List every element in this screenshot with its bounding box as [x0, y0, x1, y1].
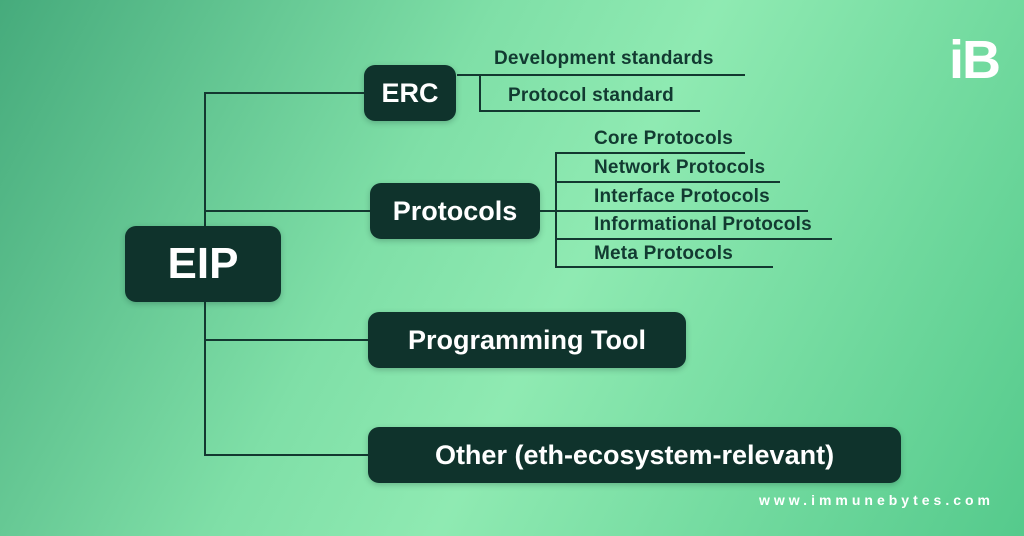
node-other: Other (eth-ecosystem-relevant)	[368, 427, 901, 483]
node-programming-tool: Programming Tool	[368, 312, 686, 368]
connector-line-protocols	[204, 210, 370, 212]
node-other-label: Other (eth-ecosystem-relevant)	[434, 439, 835, 470]
website-url: www.immunebytes.com	[759, 492, 994, 508]
node-protocols: Protocols	[370, 183, 540, 239]
connector-line-erc	[204, 92, 364, 94]
leaf-meta-protocols: Meta Protocols	[594, 243, 733, 264]
underline-interface-protocols	[555, 210, 808, 212]
node-erc-label: ERC	[381, 77, 439, 108]
protocols-stub-line	[540, 210, 556, 212]
leaf-protocol-standard: Protocol standard	[508, 85, 674, 106]
node-erc: ERC	[364, 65, 456, 121]
underline-development-standards	[457, 74, 745, 76]
leaf-informational-protocols: Informational Protocols	[594, 214, 812, 235]
node-protocols-label: Protocols	[392, 195, 518, 226]
node-programming-tool-label: Programming Tool	[407, 324, 646, 355]
underline-informational-protocols	[555, 238, 832, 240]
leaf-development-standards: Development standards	[494, 48, 714, 69]
erc-leaf-vertical-line	[479, 74, 481, 111]
connector-line-other	[204, 454, 368, 456]
connector-line-programming-tool	[204, 339, 368, 341]
underline-meta-protocols	[555, 266, 773, 268]
immunebytes-logo-icon: iB	[949, 30, 1001, 90]
underline-protocol-standard	[479, 110, 700, 112]
node-eip: EIP	[125, 226, 281, 302]
underline-network-protocols	[555, 181, 780, 183]
leaf-interface-protocols: Interface Protocols	[594, 186, 770, 207]
node-eip-label: EIP	[167, 239, 239, 288]
leaf-network-protocols: Network Protocols	[594, 157, 766, 178]
underline-core-protocols	[555, 152, 745, 154]
leaf-core-protocols: Core Protocols	[594, 128, 733, 149]
